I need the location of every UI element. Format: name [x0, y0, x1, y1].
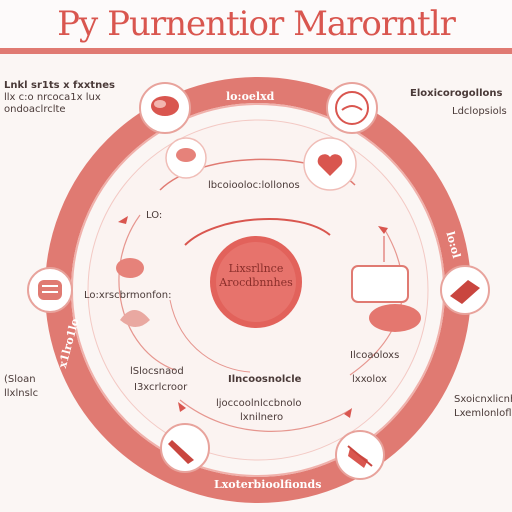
- muscle-icon: [440, 265, 490, 315]
- organ-icon: [165, 137, 207, 179]
- title-bar: Py Purnentior Marorntlr: [0, 0, 512, 54]
- center-circle-inner: [216, 242, 296, 322]
- inner-left-small-label: LO:: [146, 210, 163, 221]
- center-label: Lixsrllnce Arocdbnnhes: [206, 262, 306, 290]
- vessel-icon: [326, 82, 378, 134]
- inner-bottom-label-2: ljoccoolnlccbnolo: [216, 398, 302, 409]
- right-lower-label-1: Sxoicnxlicnhs: [454, 394, 512, 405]
- flow-curve-inner: [184, 218, 331, 246]
- inner-bottom-label-3: lxnilnero: [240, 412, 284, 423]
- flow-curve-bottom: [179, 399, 351, 432]
- intestine-icon: [27, 267, 73, 313]
- tissue-icon: [335, 430, 385, 480]
- flow-curve-inner-2: [169, 299, 251, 373]
- arrow-left: [118, 216, 128, 224]
- inner-left-lower-label-1: lSlocsnaod: [130, 366, 184, 377]
- inner-top-label: lbcoiooloc:lollonos: [208, 180, 300, 191]
- top-left-label-2: llx c:o nrcoca1x lux: [4, 92, 101, 103]
- ring-bottom-label: Lxoterbioolfionds: [214, 478, 322, 491]
- center-label-line-2: Arocdbnnhes: [219, 276, 293, 289]
- top-left-label-3: ondoaclrclte: [4, 104, 66, 115]
- flow-curve-left: [118, 214, 176, 371]
- left-lower-label-1: (Sloan: [4, 374, 36, 385]
- right-lower-label-2: Lxemlonloflons: [454, 408, 512, 419]
- inner-right-lower-label-2: lxxolox: [352, 374, 387, 385]
- liver-icon: [116, 258, 150, 327]
- center-label-line-1: Lixsrllnce: [228, 262, 284, 275]
- arrow-bottom-right: [344, 408, 352, 418]
- injection-icon: [160, 423, 210, 473]
- organ-right-icon: [351, 265, 421, 332]
- inner-right-lower-label-1: Ilcoaoloxs: [350, 350, 400, 361]
- stomach-icon: [139, 82, 191, 134]
- arrow-bottom-left: [178, 402, 186, 412]
- top-right-label-2: Ldclopsiols: [452, 106, 507, 117]
- ring-top-label: lo:oelxd: [226, 90, 275, 103]
- arrow-right: [378, 226, 388, 234]
- inner-left-lower-label-2: I3xcrlcroor: [134, 382, 188, 393]
- left-mid-label: Lo:xrscbrmonfon:: [84, 290, 172, 301]
- heart-icon: [303, 137, 357, 191]
- top-left-label-1: Lnkl sr1ts x fxxtnes: [4, 80, 115, 91]
- inner-bottom-label-1: Ilncoosnolcle: [228, 374, 302, 385]
- top-right-label-1: Eloxicorogollons: [410, 88, 503, 99]
- page-title: Py Purnentior Marorntlr: [57, 4, 456, 44]
- left-lower-label-2: llxlnslc: [4, 388, 39, 399]
